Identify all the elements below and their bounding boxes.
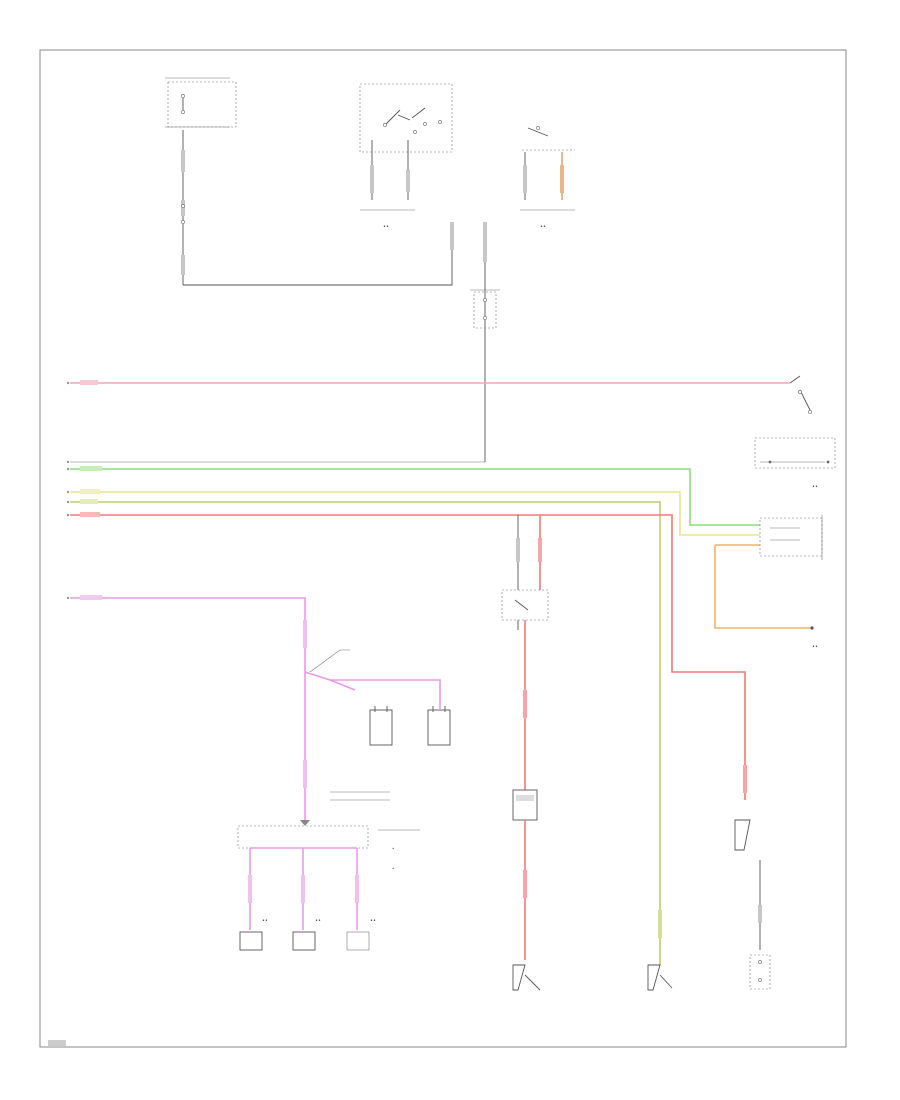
svg-text:••: •• [383, 224, 389, 230]
svg-text:•: • [392, 846, 394, 851]
lower-distribution: • • •• •• •• [237, 825, 420, 951]
top-left-component [165, 77, 454, 286]
svg-text:•: • [392, 866, 394, 871]
bottom-right-sensor [647, 910, 673, 991]
bus-wires [66, 380, 810, 965]
center-splice [70, 222, 500, 463]
diagram-frame [39, 49, 847, 1048]
top-center-component: •• [359, 83, 453, 230]
svg-text:••: •• [262, 918, 268, 924]
bottom-center-module [512, 789, 541, 991]
svg-text:••: •• [540, 224, 546, 230]
svg-text:••: •• [315, 918, 321, 924]
right-relay: •• [810, 626, 818, 650]
right-switch: •• [754, 375, 836, 490]
svg-text:••: •• [812, 484, 818, 490]
top-right-component: •• [520, 126, 575, 230]
svg-text:••: •• [370, 918, 376, 924]
fuel-sender [759, 515, 823, 560]
svg-text:••: •• [812, 644, 818, 650]
bottom-right-switch [734, 765, 771, 990]
left-junction [70, 595, 451, 826]
center-relay [501, 515, 549, 790]
